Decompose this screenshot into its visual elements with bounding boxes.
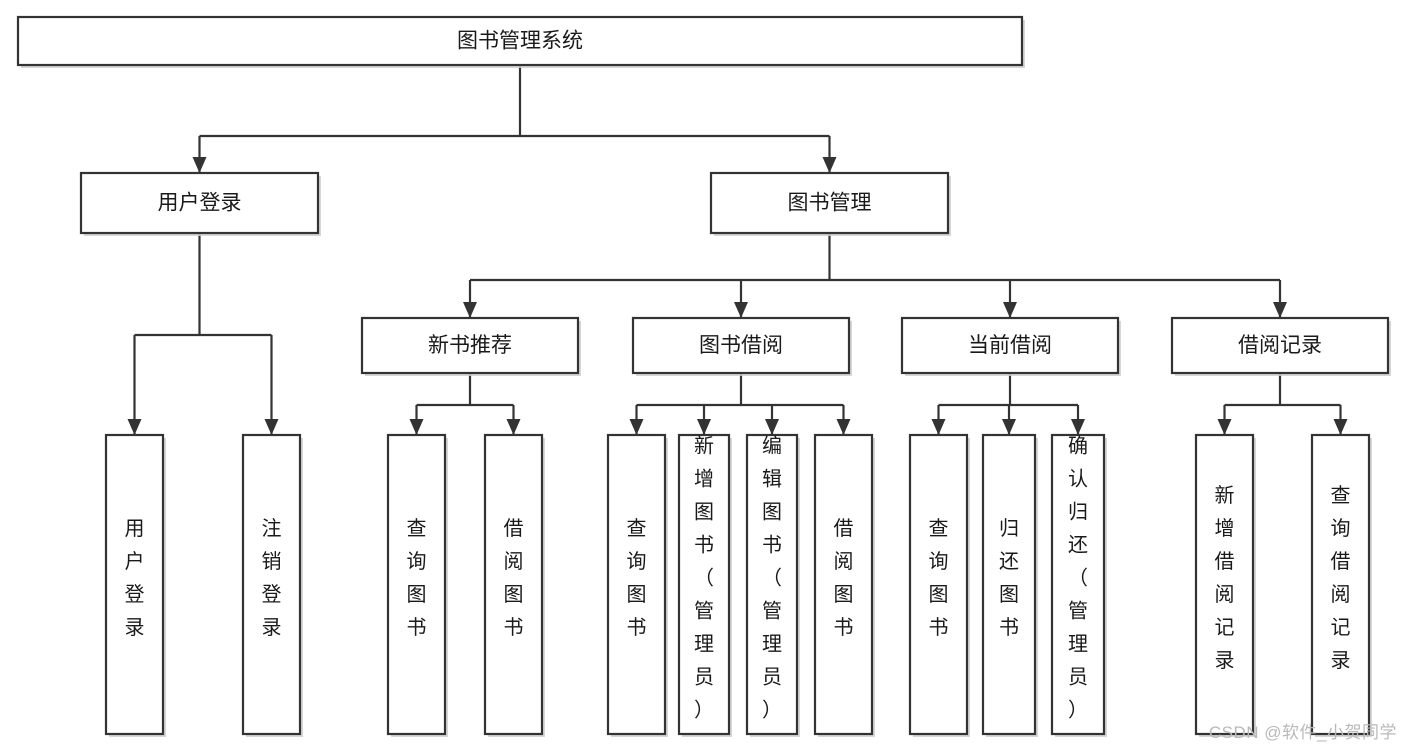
node-label: 借阅图书 bbox=[834, 517, 854, 639]
node-current-borrow[interactable]: 当前借阅 bbox=[900, 316, 1121, 376]
node-label: 当前借阅 bbox=[968, 334, 1052, 357]
node-leaf-query-book-2[interactable]: 查询图书 bbox=[606, 433, 668, 737]
node-leaf-query-book-3[interactable]: 查询图书 bbox=[908, 433, 970, 737]
node-label: 图书管理系统 bbox=[457, 30, 583, 53]
node-leaf-query-record[interactable]: 查询借阅记录 bbox=[1310, 433, 1372, 737]
edge-group-borrow-record bbox=[1217, 373, 1348, 435]
node-new-book-recommend[interactable]: 新书推荐 bbox=[360, 316, 581, 376]
node-box[interactable] bbox=[900, 316, 1120, 375]
node-leaf-borrow-book-1[interactable]: 借阅图书 bbox=[483, 433, 545, 737]
node-box[interactable] bbox=[360, 316, 580, 375]
node-leaf-query-book-1[interactable]: 查询图书 bbox=[386, 433, 448, 737]
node-user-login[interactable]: 用户登录 bbox=[79, 171, 321, 236]
node-box[interactable] bbox=[981, 433, 1037, 736]
node-label: 新增图书（管理员） bbox=[694, 435, 714, 722]
arrow-head-icon bbox=[1002, 419, 1016, 435]
node-leaf-add-record[interactable]: 新增借阅记录 bbox=[1194, 433, 1256, 737]
arrow-head-icon bbox=[1333, 419, 1348, 435]
node-box[interactable] bbox=[1170, 316, 1390, 375]
arrow-head-icon bbox=[1273, 302, 1287, 318]
node-label: 确认归还（管理员） bbox=[1068, 435, 1088, 722]
node-borrow-record[interactable]: 借阅记录 bbox=[1170, 316, 1391, 376]
arrow-head-icon bbox=[1217, 419, 1232, 435]
node-label: 新增借阅记录 bbox=[1215, 484, 1235, 672]
node-box[interactable] bbox=[1194, 433, 1255, 736]
edge-group-new-book-recommend bbox=[409, 373, 521, 435]
node-label: 借阅记录 bbox=[1238, 334, 1322, 357]
node-box[interactable] bbox=[386, 433, 447, 736]
arrow-head-icon bbox=[506, 419, 521, 435]
arrow-head-icon bbox=[264, 419, 279, 435]
node-book-borrow[interactable]: 图书借阅 bbox=[631, 316, 852, 376]
edge-group-user-login bbox=[127, 233, 279, 435]
arrow-head-icon bbox=[629, 419, 644, 435]
arrow-head-icon bbox=[463, 302, 477, 318]
node-label: 编辑图书（管理员） bbox=[762, 435, 782, 722]
node-leaf-add-book[interactable]: 新增图书（管理员） bbox=[677, 433, 732, 738]
arrow-head-icon bbox=[409, 419, 424, 435]
node-box[interactable] bbox=[483, 433, 544, 736]
arrow-head-icon bbox=[1003, 302, 1017, 318]
arrow-head-icon bbox=[127, 419, 142, 435]
node-label: 查询图书 bbox=[627, 517, 647, 639]
node-leaf-confirm-return[interactable]: 确认归还（管理员） bbox=[1050, 433, 1107, 738]
edge-group-book-borrow bbox=[629, 373, 851, 435]
arrow-head-icon bbox=[836, 419, 851, 435]
node-label: 用户登录 bbox=[158, 192, 242, 215]
node-label: 归还图书 bbox=[999, 517, 1019, 639]
node-book-manage[interactable]: 图书管理 bbox=[709, 171, 951, 236]
node-label: 图书借阅 bbox=[699, 334, 783, 357]
edge-group-current-borrow bbox=[931, 373, 1085, 435]
edge-group-book-manage bbox=[463, 233, 1287, 318]
node-box[interactable] bbox=[606, 433, 667, 736]
node-box[interactable] bbox=[709, 171, 950, 235]
node-label: 注销登录 bbox=[262, 517, 282, 639]
node-box[interactable] bbox=[745, 433, 799, 736]
node-box[interactable] bbox=[813, 433, 874, 736]
node-box[interactable] bbox=[241, 433, 302, 736]
arrow-head-icon bbox=[1071, 419, 1085, 435]
node-leaf-edit-book[interactable]: 编辑图书（管理员） bbox=[745, 433, 800, 738]
node-leaf-return-book[interactable]: 归还图书 bbox=[981, 433, 1038, 737]
node-root[interactable]: 图书管理系统 bbox=[16, 15, 1025, 68]
watermark-text: CSDN @软件_小贺同学 bbox=[1208, 723, 1397, 742]
node-label: 查询图书 bbox=[929, 517, 949, 639]
node-box[interactable] bbox=[16, 15, 1024, 67]
node-label: 借阅图书 bbox=[504, 517, 524, 639]
node-box[interactable] bbox=[1050, 433, 1106, 736]
connector-layer bbox=[127, 65, 1348, 435]
arrow-head-icon bbox=[931, 419, 946, 435]
node-leaf-user-login[interactable]: 用户登录 bbox=[104, 433, 166, 737]
arrow-head-icon bbox=[192, 157, 207, 173]
node-leaf-logout[interactable]: 注销登录 bbox=[241, 433, 303, 737]
node-box[interactable] bbox=[104, 433, 165, 736]
node-box[interactable] bbox=[79, 171, 320, 235]
arrow-head-icon bbox=[822, 157, 837, 173]
node-label: 图书管理 bbox=[788, 192, 872, 215]
node-box[interactable] bbox=[631, 316, 851, 375]
node-leaf-borrow-book-2[interactable]: 借阅图书 bbox=[813, 433, 875, 737]
node-label: 查询图书 bbox=[407, 517, 427, 639]
node-box[interactable] bbox=[1310, 433, 1371, 736]
edge-group-root bbox=[192, 65, 837, 173]
node-label: 新书推荐 bbox=[428, 334, 512, 357]
node-box[interactable] bbox=[677, 433, 731, 736]
arrow-head-icon bbox=[765, 419, 779, 435]
node-label: 用户登录 bbox=[125, 518, 145, 639]
arrow-head-icon bbox=[734, 302, 748, 318]
node-layer: 图书管理系统用户登录图书管理新书推荐图书借阅当前借阅借阅记录用户登录注销登录查询… bbox=[16, 15, 1391, 738]
node-label: 查询借阅记录 bbox=[1331, 484, 1351, 672]
node-box[interactable] bbox=[908, 433, 969, 736]
arrow-head-icon bbox=[697, 419, 711, 435]
